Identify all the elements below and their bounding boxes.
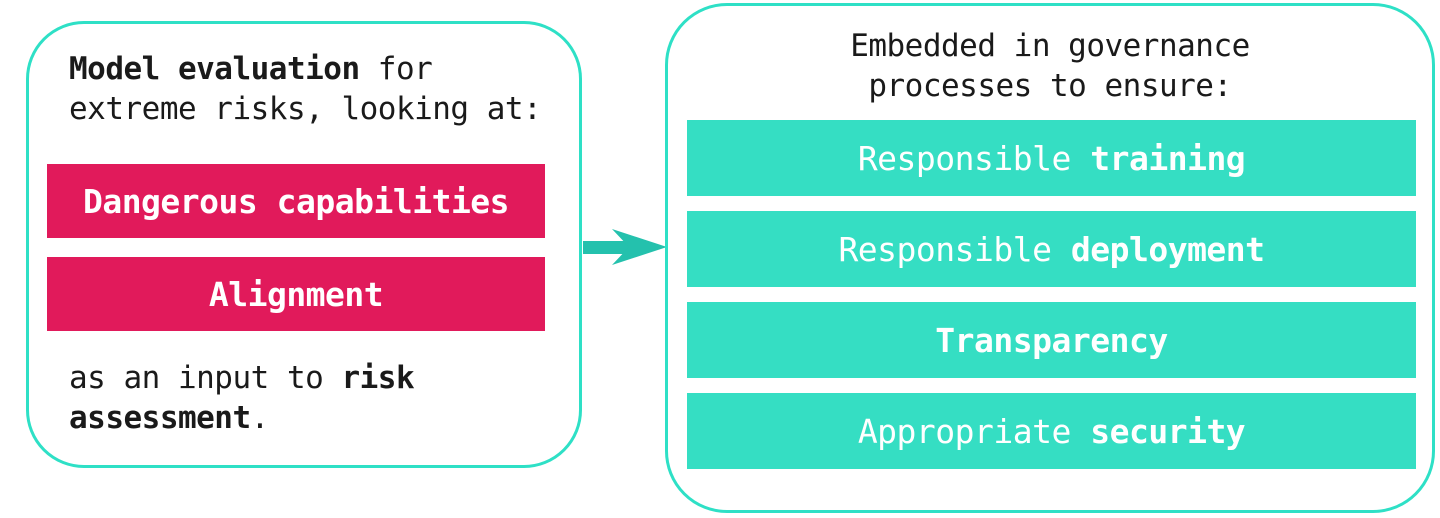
governance-box: Embedded in governance processes to ensu… [665,3,1435,513]
responsible-deployment-bold: deployment [1070,229,1265,269]
transparency-label: Transparency [935,320,1168,360]
alignment-label: Alignment [208,274,384,314]
dangerous-capabilities-label: Dangerous capabilities [82,181,510,221]
heading-regular-text: for extreme risks, looking at: [69,51,542,127]
appropriate-security-bar: Appropriate security [687,393,1416,469]
governance-heading: Embedded in governance processes to ensu… [668,26,1432,106]
alignment-bar: Alignment [47,257,545,331]
footer-regular-text: as an input to [69,360,342,396]
right-arrow-icon [583,229,667,265]
model-evaluation-box: Model evaluation for extreme risks, look… [26,21,582,468]
appropriate-security-regular: Appropriate [857,411,1091,451]
governance-heading-text: Embedded in governance processes to ensu… [850,28,1250,104]
appropriate-security-bold: security [1090,411,1246,451]
footer-period: . [250,400,270,436]
model-evaluation-heading: Model evaluation for extreme risks, look… [69,49,574,129]
transparency-bar: Transparency [687,302,1416,378]
responsible-training-bold: training [1090,138,1246,178]
dangerous-capabilities-bar: Dangerous capabilities [47,164,545,238]
risk-assessment-note: as an input to risk assessment. [69,358,574,438]
responsible-deployment-bar: Responsible deployment [687,211,1416,287]
heading-bold-text: Model evaluation [69,51,360,87]
footer-bold-text: risk assessment [69,360,415,436]
responsible-training-bar: Responsible training [687,120,1416,196]
responsible-training-regular: Responsible [857,138,1091,178]
responsible-deployment-regular: Responsible [838,229,1071,269]
